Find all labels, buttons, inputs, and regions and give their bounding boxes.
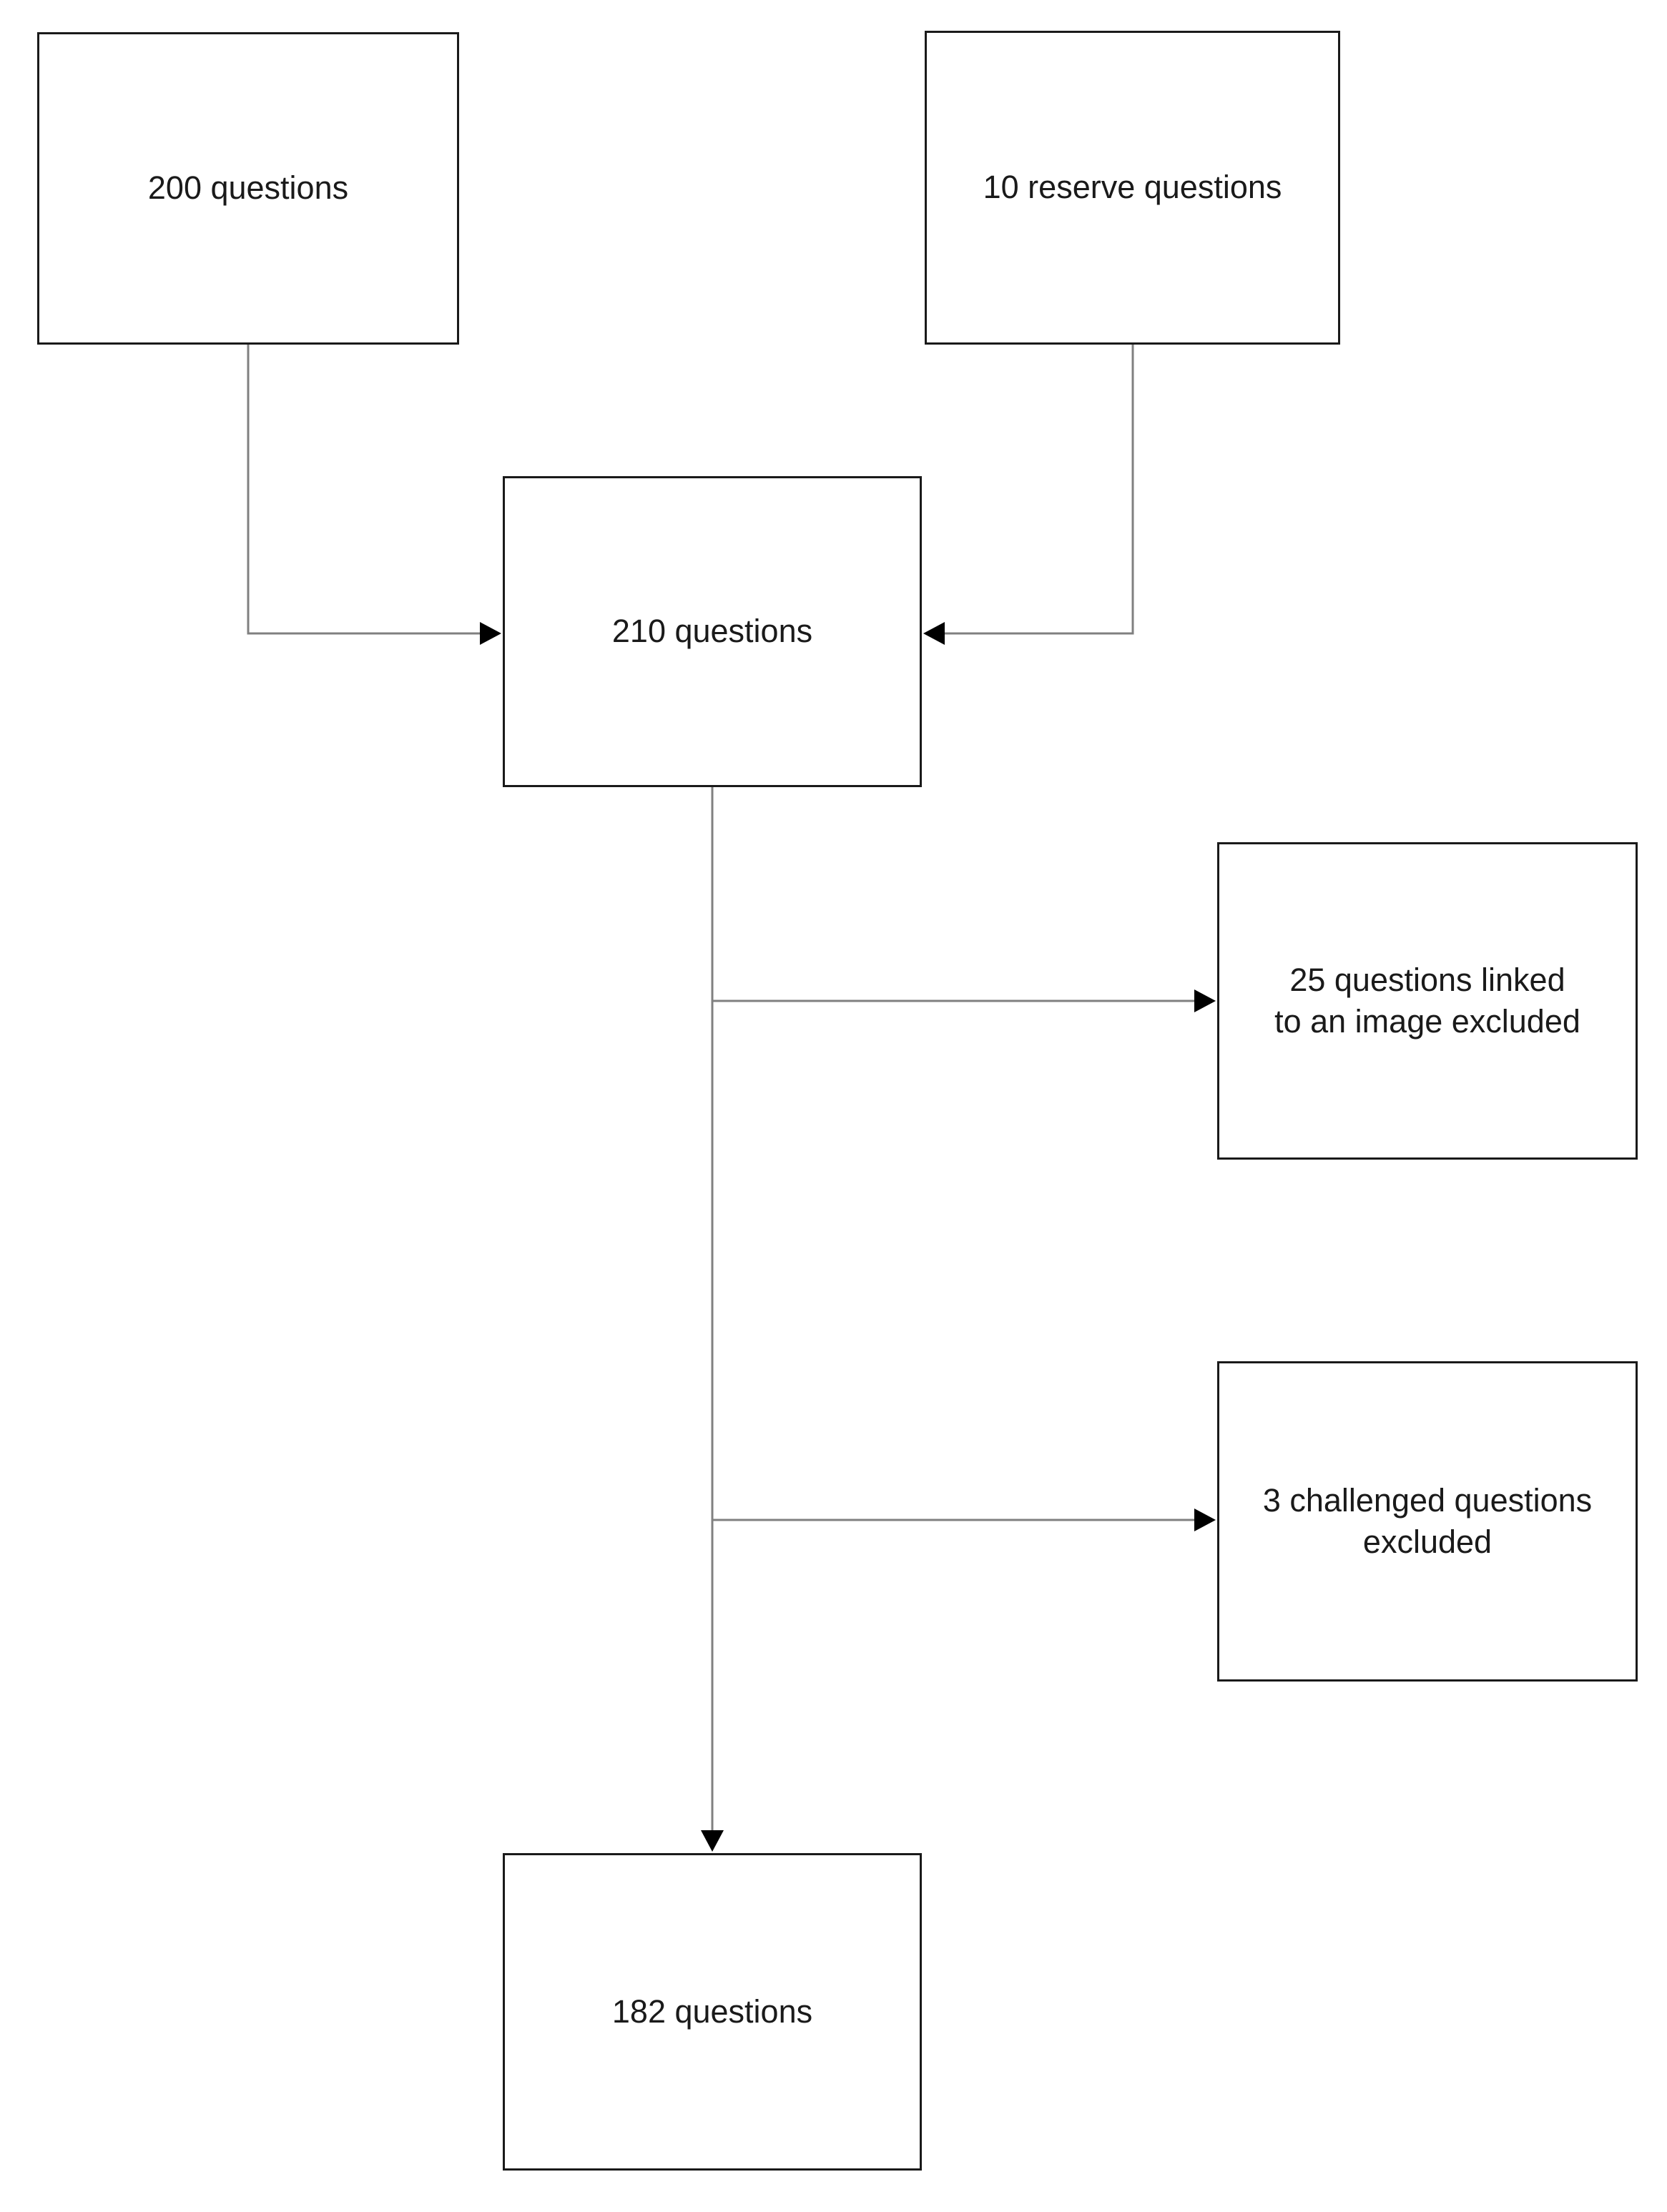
connector-10-to-210 xyxy=(943,345,1134,635)
node-label: 10 reserve questions xyxy=(983,169,1282,206)
arrowhead-right-icon xyxy=(1194,1509,1216,1531)
node-label: 182 questions xyxy=(611,1993,813,2030)
node-25-questions-image-excluded: 25 questions linked to an image excluded xyxy=(1217,842,1638,1160)
arrowhead-right-icon xyxy=(1194,989,1216,1012)
node-label: 200 questions xyxy=(147,169,349,207)
node-10-reserve-questions: 10 reserve questions xyxy=(925,31,1340,345)
arrowhead-left-icon xyxy=(923,622,945,645)
node-3-challenged-questions-excluded: 3 challenged questions excluded xyxy=(1217,1361,1638,1682)
arrowhead-right-icon xyxy=(480,622,501,645)
node-182-questions: 182 questions xyxy=(503,1853,922,2171)
node-label-line: excluded xyxy=(1362,1524,1493,1560)
node-label-line: to an image excluded xyxy=(1274,1003,1580,1040)
node-210-questions: 210 questions xyxy=(503,476,922,787)
connector-200-to-210 xyxy=(247,345,481,635)
node-label: 3 challenged questions excluded xyxy=(1263,1480,1592,1564)
node-label: 25 questions linked to an image excluded xyxy=(1274,959,1580,1043)
node-label-line: 25 questions linked xyxy=(1289,961,1565,998)
node-200-questions: 200 questions xyxy=(37,32,459,345)
arrowhead-down-icon xyxy=(701,1830,724,1852)
node-label: 210 questions xyxy=(611,613,813,650)
node-label-line: 3 challenged questions xyxy=(1262,1481,1593,1519)
